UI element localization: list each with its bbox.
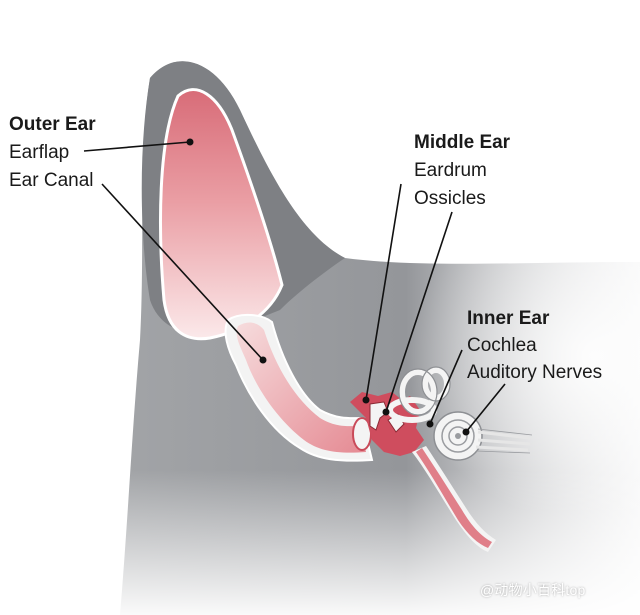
dot-auditory-nerves bbox=[462, 428, 470, 436]
dot-ossicles bbox=[382, 408, 390, 416]
leader-dots bbox=[186, 138, 470, 436]
watermark: @动物小百科top bbox=[480, 582, 586, 598]
leader-earflap bbox=[83, 141, 191, 152]
ossicles-label: Ossicles bbox=[414, 188, 486, 209]
earflap-label: Earflap bbox=[9, 142, 70, 163]
right-fade bbox=[330, 230, 640, 510]
leader-lines bbox=[83, 141, 506, 433]
leader-auditory-nerves bbox=[465, 383, 506, 433]
dot-cochlea bbox=[426, 420, 434, 428]
middle-ear-heading: Middle Ear bbox=[414, 132, 511, 153]
leader-eardrum bbox=[365, 183, 402, 401]
inner-ear-heading: Inner Ear bbox=[467, 308, 550, 329]
eustachian-tube-inner bbox=[416, 448, 492, 548]
cochlea-label: Cochlea bbox=[467, 335, 537, 356]
ear-canal bbox=[236, 322, 366, 453]
leader-cochlea bbox=[429, 349, 463, 425]
cochlea bbox=[433, 411, 483, 461]
bottom-fade bbox=[100, 470, 640, 615]
ear-canal-label: Ear Canal bbox=[9, 170, 94, 191]
dot-ear-canal bbox=[259, 356, 267, 364]
semicircular-canals-outline bbox=[398, 366, 451, 416]
auditory-nerves-outline bbox=[475, 428, 533, 454]
outer-ear-heading: Outer Ear bbox=[9, 114, 96, 135]
auditory-nerves bbox=[475, 430, 531, 452]
eardrum-label: Eardrum bbox=[414, 160, 487, 181]
leader-ear-canal bbox=[101, 183, 264, 361]
auditory-nerves-label: Auditory Nerves bbox=[467, 362, 603, 383]
dot-earflap bbox=[186, 138, 194, 146]
leader-ossicles bbox=[385, 211, 453, 413]
dot-eardrum bbox=[362, 396, 370, 404]
